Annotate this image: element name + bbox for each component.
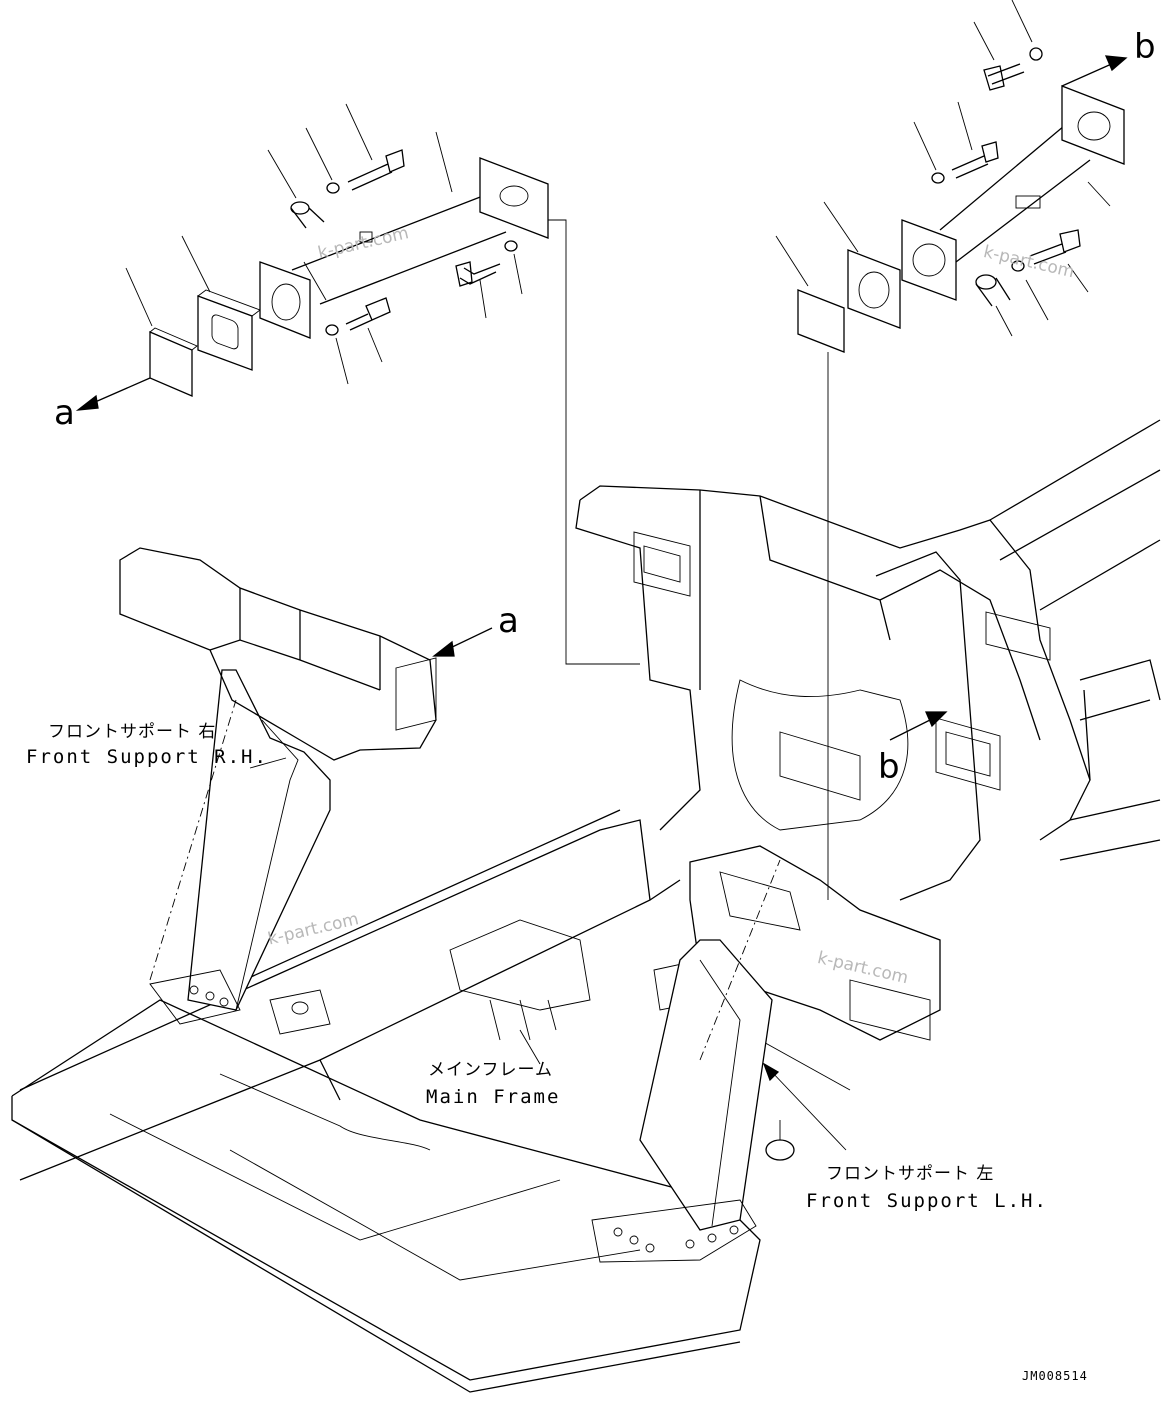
reference-mark-b-top: b bbox=[1134, 27, 1156, 67]
front-support-lh-label-ja: フロントサポート 左 bbox=[826, 1164, 995, 1184]
front-support-lh-label-en: Front Support L.H. bbox=[806, 1190, 1048, 1212]
front-support-rh-label-ja: フロントサポート 右 bbox=[48, 722, 217, 742]
reference-mark-a-top: a bbox=[54, 393, 75, 433]
main-frame-label-ja: メインフレーム bbox=[428, 1060, 553, 1080]
reference-mark-b-frame: b bbox=[878, 747, 900, 787]
front-support-rh-label-en: Front Support R.H. bbox=[26, 746, 268, 768]
main-frame bbox=[11, 419, 1161, 1393]
exploded-assembly-lh bbox=[775, 0, 1128, 353]
drawing-code: JM008514 bbox=[1022, 1369, 1088, 1383]
main-frame-label-en: Main Frame bbox=[426, 1086, 561, 1108]
assembly-leader-lines bbox=[548, 219, 829, 900]
exploded-assembly-rh bbox=[75, 103, 549, 411]
reference-mark-a-frame: a bbox=[498, 601, 519, 641]
